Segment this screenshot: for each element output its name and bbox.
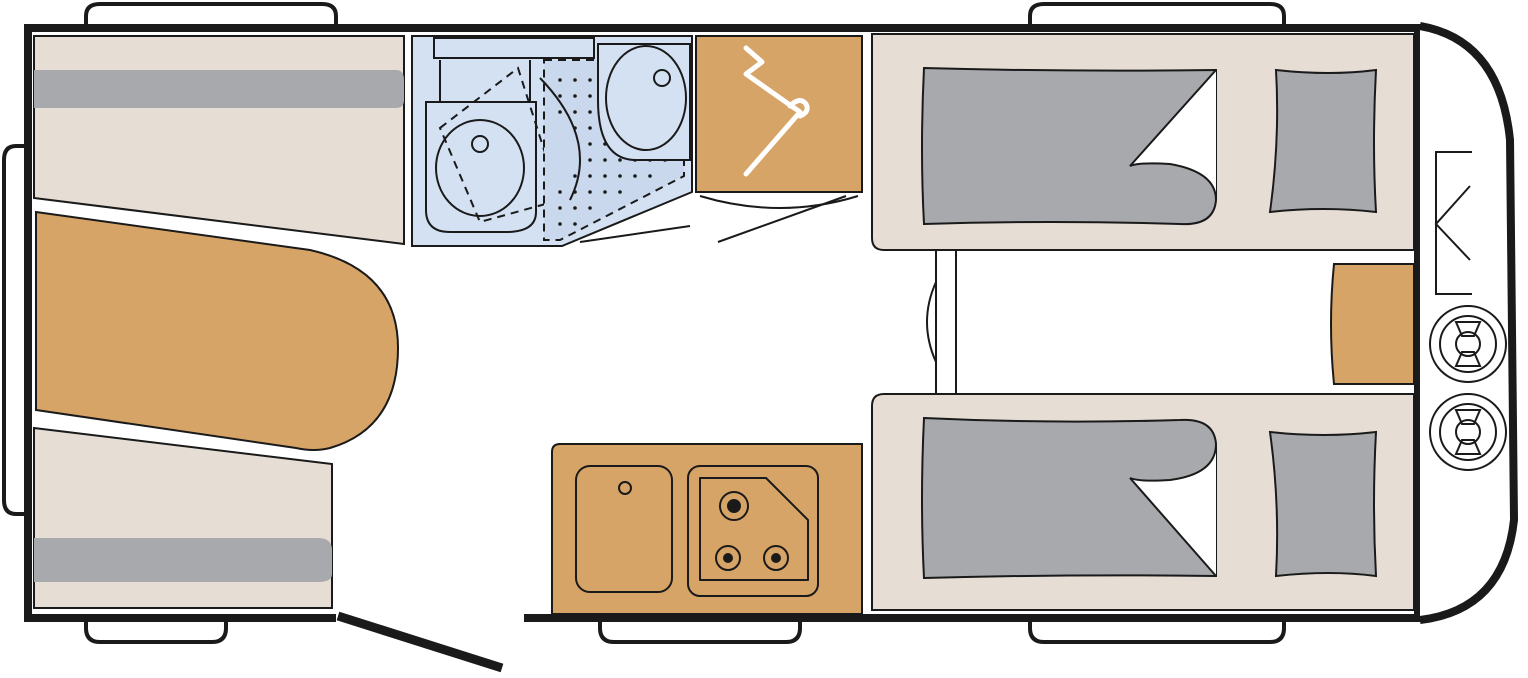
rear-seat-upper-cushion: [34, 70, 404, 108]
gas-bottle-icon: [1429, 393, 1507, 471]
rear-seat-lower-cushion: [34, 538, 332, 582]
window-top-right: [1028, 2, 1286, 32]
gas-bottle-icon: [1429, 305, 1507, 383]
hob: [687, 465, 819, 597]
sink-icon: [597, 43, 691, 161]
burner-icon: [719, 491, 749, 521]
pillow-icon: [1268, 68, 1378, 214]
front-cabinet: [1330, 263, 1415, 385]
wardrobe: [695, 35, 863, 193]
burner-icon: [763, 545, 789, 571]
kitchen: [551, 443, 863, 615]
bed-lower: [871, 393, 1415, 611]
pillow-icon: [1268, 430, 1378, 578]
front-window-symbol: [1434, 151, 1472, 295]
bathroom-shelf: [433, 37, 595, 59]
bed-step: [935, 249, 957, 395]
window-top-left: [84, 2, 338, 32]
door-icon: [336, 611, 504, 673]
burner-icon: [715, 545, 741, 571]
blanket-icon: [921, 66, 1217, 226]
rear-table: [35, 210, 400, 451]
bathroom-door-line: [579, 225, 691, 243]
wardrobe-door-line: [717, 195, 847, 243]
blanket-icon: [921, 416, 1217, 580]
sink-icon: [575, 465, 673, 593]
toilet-icon: [425, 60, 562, 233]
bed-upper: [871, 33, 1415, 251]
bathroom: [411, 35, 693, 247]
walls: [24, 24, 1422, 622]
bed-step-arc: [926, 281, 937, 363]
wardrobe-door-arc: [699, 195, 859, 209]
window-rear: [2, 144, 30, 516]
hanger-icon: [743, 45, 810, 177]
